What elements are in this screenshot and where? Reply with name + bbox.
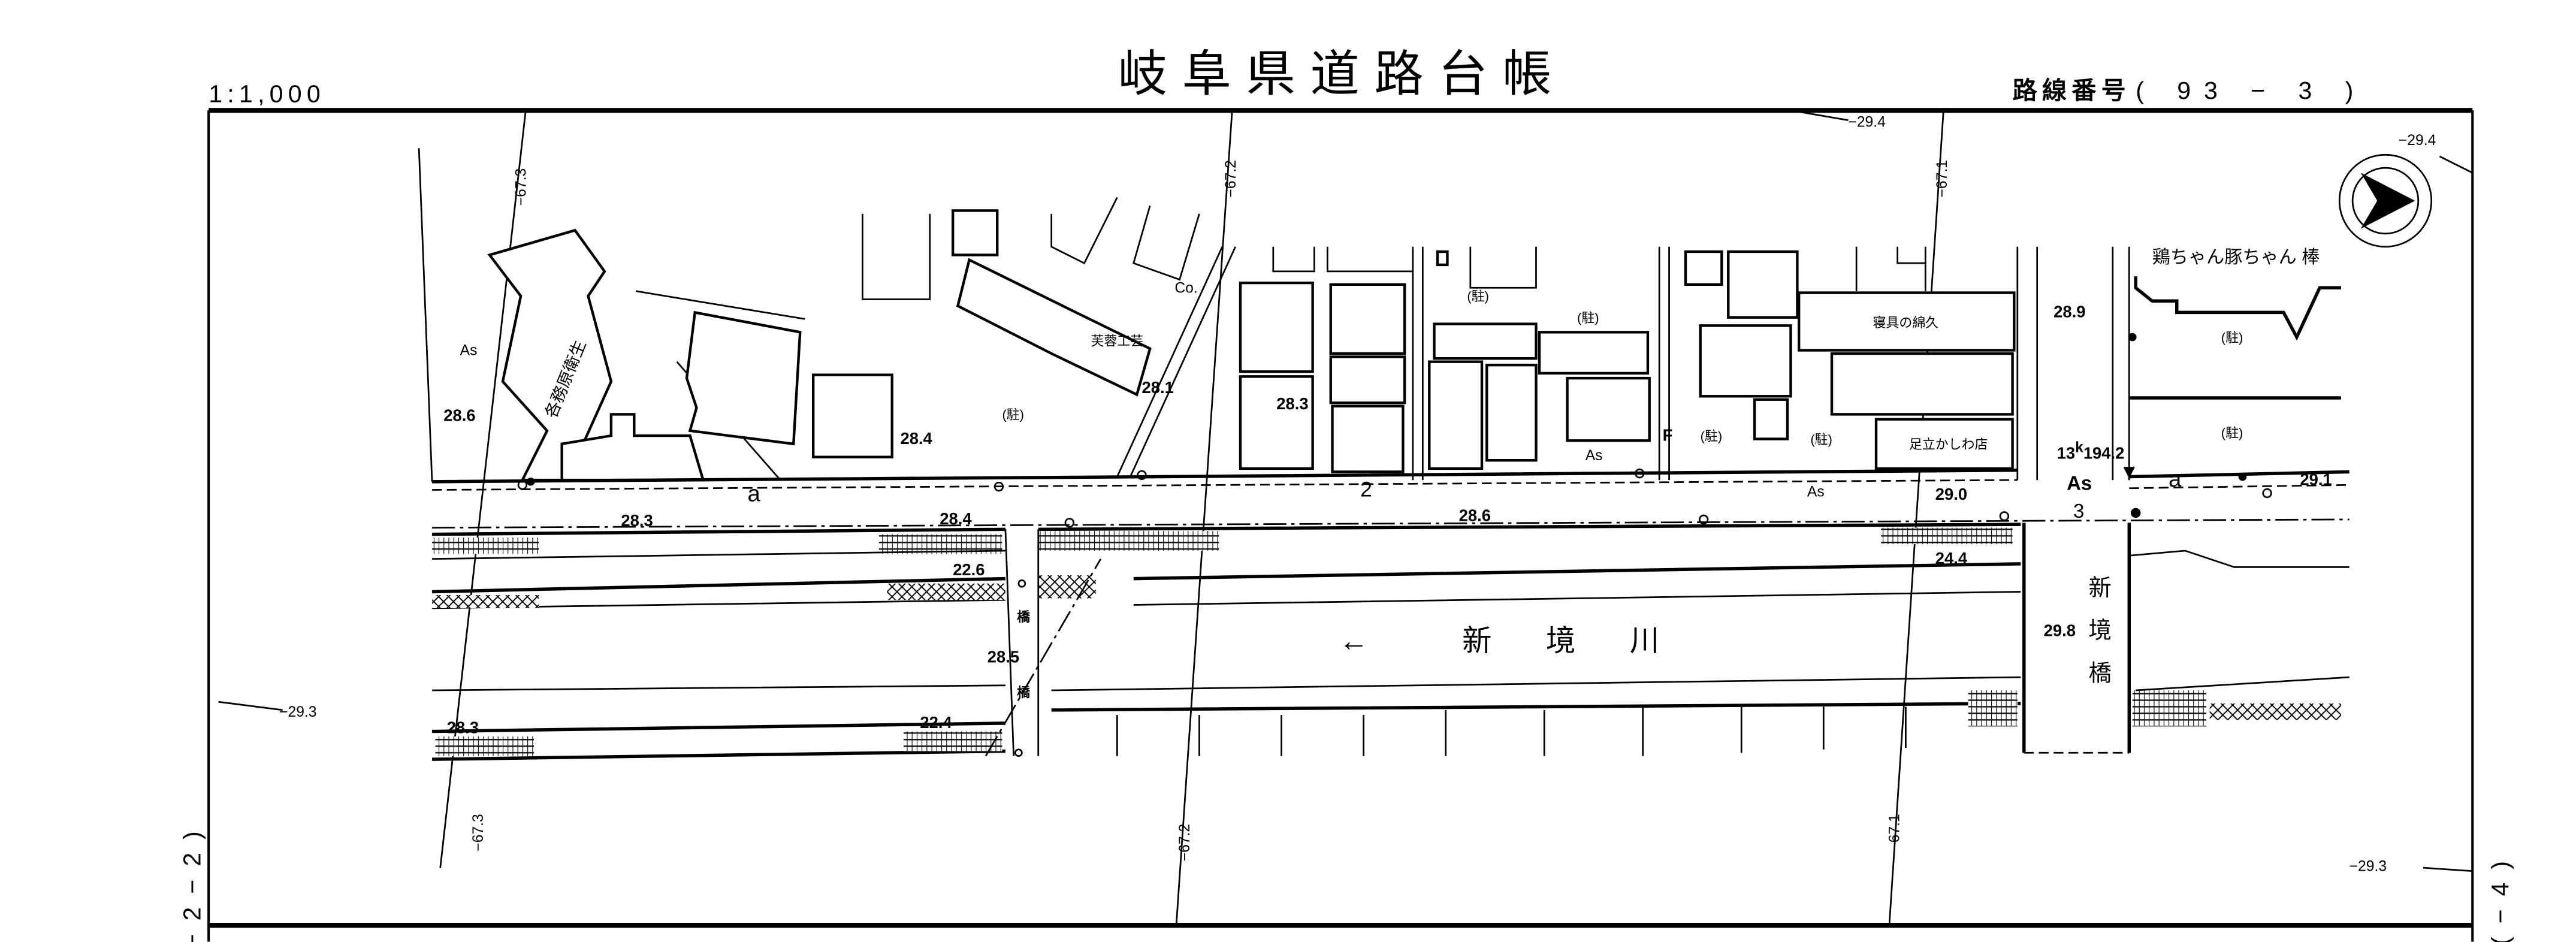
utility-pole-icon: [517, 333, 2272, 757]
parking-label: (駐): [1701, 428, 1723, 443]
parking-label: (駐): [1002, 407, 1024, 422]
elevation: 28.6: [1459, 506, 1491, 525]
building-label: 足立かしわ店: [1909, 437, 1988, 452]
surface-label: As: [460, 343, 478, 359]
boundary-label: −29.3: [2349, 859, 2387, 875]
elevation: 28.3: [447, 718, 479, 736]
elevation: 28.3: [621, 511, 653, 530]
parking-label: (駐): [2221, 425, 2243, 440]
parking-label: (駐): [2221, 330, 2243, 345]
page-title: 岐阜県道路台帳: [1118, 47, 1566, 101]
grid-line-29-3: [218, 701, 283, 711]
elevation: 22.6: [953, 560, 985, 579]
elevation: 29.8: [2044, 621, 2076, 640]
elevation: 29.0: [1935, 485, 1967, 503]
section-mark: a: [747, 481, 760, 507]
grid-line-29-4: [1790, 109, 1849, 121]
station-marker: 13k194.2: [2057, 439, 2135, 481]
section-mark: 2: [1360, 477, 1372, 501]
elevation: 28.4: [940, 509, 972, 528]
route-number: ( 93 − 3 ): [2136, 77, 2366, 104]
svg-text:13k194.2: 13k194.2: [2057, 439, 2125, 462]
surface-label: As: [1807, 484, 1825, 500]
north-arrow-icon: [2338, 153, 2433, 248]
scale-label: 1:1,000: [209, 80, 325, 107]
surface-label: Co.: [1174, 280, 1197, 297]
section-mark: a: [2169, 466, 2182, 492]
elevation: 22.4: [920, 713, 952, 732]
grid-label: −67.3: [470, 814, 487, 851]
route-label: 路線番号: [2013, 77, 2131, 104]
boundary-label: −29.4: [1848, 114, 1885, 131]
grid-label: −67.2: [1223, 160, 1239, 197]
small-bridge: [1004, 529, 1040, 756]
elevation: 28.4: [900, 429, 932, 448]
elevation: 28.6: [443, 406, 475, 424]
building-label: 寝具の綿久: [1873, 315, 1939, 330]
sheet-ref-left: (−2−2): [178, 818, 206, 942]
hydrant-label: F: [1663, 425, 1673, 444]
grid-label: −67.3: [513, 168, 529, 206]
grid-label: −67.1: [1886, 814, 1902, 851]
left-boundary-line: [418, 148, 433, 482]
parking-label: (駐): [1467, 289, 1489, 304]
small-bridge-label: 橋: [1017, 685, 1031, 700]
boundary-label: −29.4: [2399, 132, 2436, 149]
elevation: 28.5: [987, 647, 1019, 666]
elevation: 28.9: [2053, 303, 2085, 321]
road: [432, 468, 2349, 761]
grid-label: −67.2: [1177, 824, 1193, 861]
buildings: [487, 197, 2341, 482]
elevation: 29.1: [2300, 470, 2332, 488]
building-label: 鶏ちゃん豚ちゃん 棒: [2152, 247, 2320, 267]
river-flow-arrow: ←: [1339, 624, 1368, 657]
elevation: 24.4: [1935, 549, 1968, 567]
elevation: 28.3: [1276, 394, 1308, 413]
grid-line-29-3b: [2423, 866, 2473, 872]
small-bridge-label: 橋: [1017, 609, 1031, 624]
grid-line-29-4b: [2439, 155, 2473, 174]
grid-label: −67.1: [1934, 160, 1950, 197]
sheet-ref-right: (−4): [2487, 848, 2514, 942]
elevation: 28.1: [1141, 378, 1173, 397]
surface-label: As: [2067, 472, 2092, 494]
parking-label: (駐): [1810, 432, 1832, 447]
grid-line-67-2: [1175, 110, 1233, 926]
side-street: [1412, 246, 2130, 481]
parking-label: (駐): [1577, 310, 1599, 325]
main-bridge-label: 新境橋: [2085, 575, 2111, 704]
shinsakai-bridge: [2022, 523, 2131, 754]
building-label: 芙蓉工芸: [1091, 333, 1143, 348]
section-mark: 3: [2073, 500, 2084, 522]
river-name: 新 境 川: [1462, 624, 1682, 657]
grid-line-67-1: [1888, 110, 1944, 926]
boundary-label: −29.3: [279, 704, 316, 720]
surface-label: As: [1586, 448, 1603, 464]
